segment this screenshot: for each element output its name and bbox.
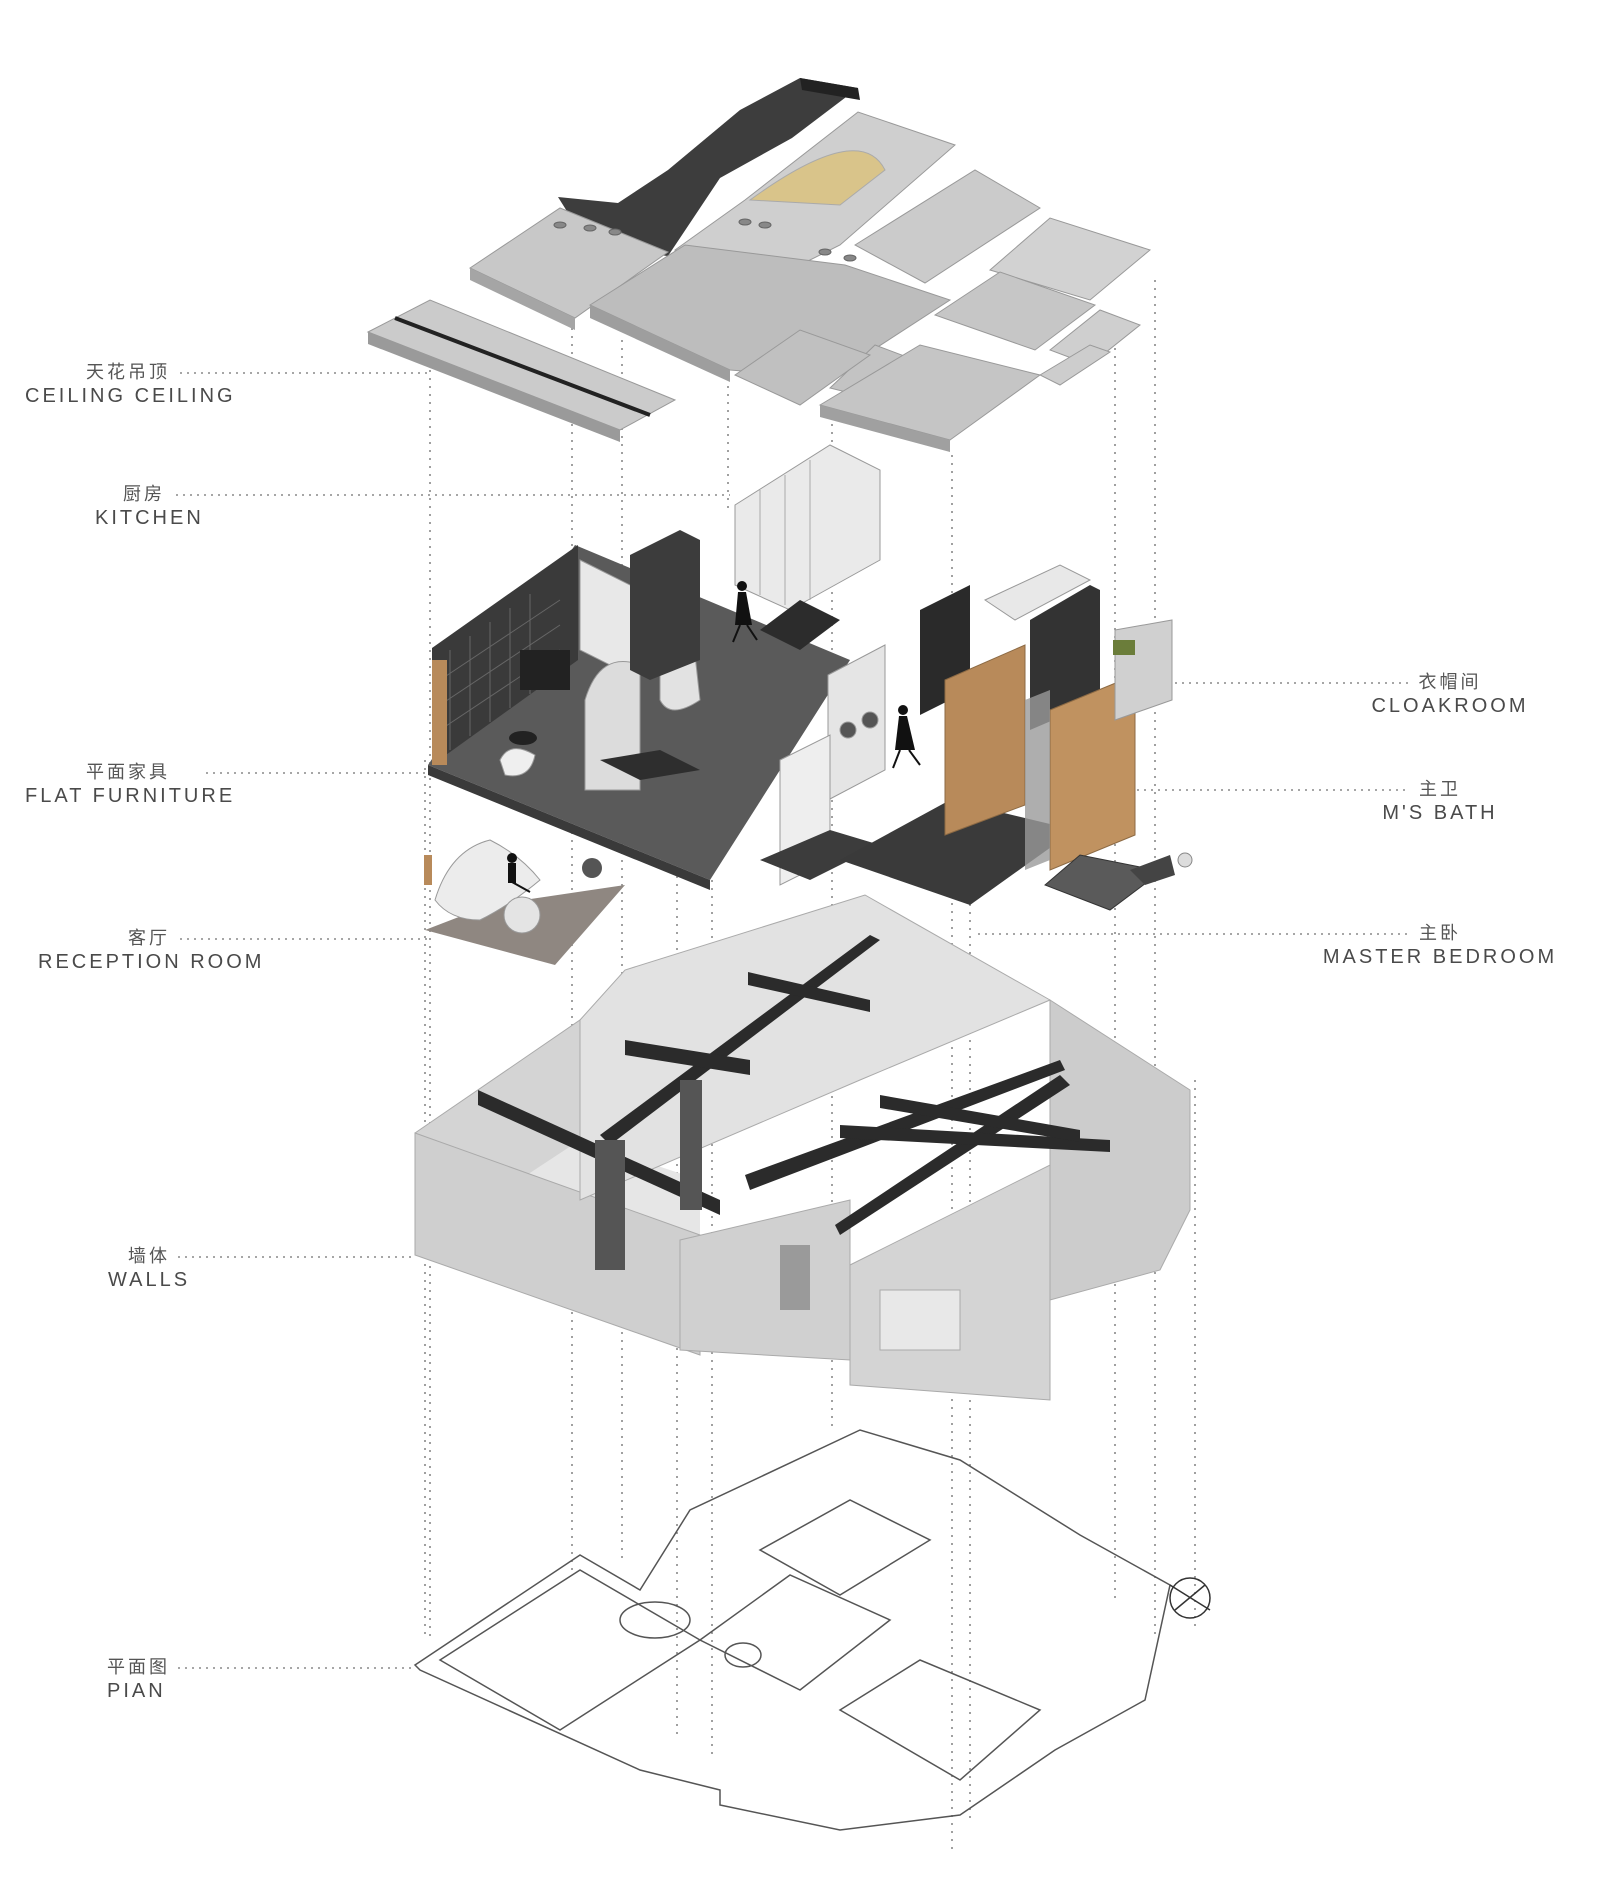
ceiling-panel-2: [988, 217, 1152, 301]
ceiling-dark-strip-top: [800, 78, 860, 100]
plan-sofa: [619, 1601, 691, 1639]
label-ceiling-en: CEILING CEILING: [25, 385, 236, 407]
ceiling-dark-strip: [558, 78, 858, 256]
leader-lines: [176, 372, 1410, 1669]
label-cloakroom-en: CLOAKROOM: [1371, 695, 1528, 717]
label-bath-cn: 主卫: [1419, 779, 1461, 799]
column-1: [595, 1140, 625, 1270]
furniture-floor-edge: [428, 765, 710, 890]
ceiling-linear-slot: [394, 316, 651, 417]
plan-inner-2: [698, 1574, 892, 1691]
ceiling-front-slab-edge: [590, 305, 730, 382]
walls-layer: [414, 894, 1191, 1401]
round-table: [509, 731, 537, 745]
plan-inner-4: [758, 1499, 932, 1596]
cloakroom-plant: [1113, 640, 1135, 655]
plan-outline: [413, 1429, 1171, 1831]
wardrobe-white: [983, 564, 1092, 621]
label-kitchen-cn: 厨房: [123, 484, 165, 504]
label-plan-cn: 平面图: [107, 1657, 170, 1677]
label-reception-cn: 客厅: [128, 928, 170, 948]
furniture-layer: [428, 444, 1193, 911]
label-bath-en: M'S BATH: [1382, 802, 1497, 824]
cloakroom-glass: [1114, 619, 1173, 721]
bed-pillow: [1130, 855, 1175, 885]
walls-front-middle: [679, 1199, 851, 1361]
glass-panel: [1025, 690, 1050, 870]
label-cloakroom-cn: 衣帽间: [1419, 672, 1482, 692]
bedside-lamp: [1177, 852, 1193, 868]
ceiling-panel-6: [733, 329, 872, 406]
walls-window-opening: [780, 1245, 810, 1310]
label-ceiling-cn: 天花吊顶: [86, 362, 170, 382]
label-reception-en: RECEPTION ROOM: [38, 951, 264, 973]
plan-tree: [1169, 1577, 1211, 1619]
reception-layer: [424, 839, 625, 965]
ceiling-panel-3: [933, 271, 1097, 351]
piano: [520, 650, 570, 690]
wood-shelf: [432, 660, 447, 765]
label-kitchen-en: KITCHEN: [95, 507, 204, 529]
person-figure-2: [892, 705, 921, 769]
kitchen-cabinets: [734, 444, 881, 611]
person-figure-1: [732, 581, 758, 643]
reception-ottoman: [503, 896, 541, 934]
bedroom-floor: [840, 800, 1075, 905]
floor-lamp: [424, 855, 432, 885]
column-2: [680, 1080, 702, 1210]
label-plan-en: PIAN: [107, 1680, 166, 1702]
plan-layer: [413, 1429, 1211, 1831]
desk: [600, 750, 700, 780]
kitchen-island: [760, 600, 840, 650]
kitchen-cabinet-lines: [759, 460, 811, 605]
label-bedroom-en: MASTER BEDROOM: [1323, 946, 1557, 968]
side-table: [582, 858, 602, 878]
ceiling-layer: [366, 78, 1152, 452]
dark-column: [630, 530, 700, 680]
ceiling-panel-1: [854, 169, 1041, 284]
washer-1: [839, 721, 857, 739]
bath-floor: [760, 830, 880, 880]
label-walls-cn: 墙体: [128, 1246, 170, 1266]
label-bedroom-cn: 主卧: [1419, 923, 1461, 943]
plan-inner-1: [438, 1569, 702, 1731]
labels: 天花吊顶 CEILING CEILING 厨房 KITCHEN 平面家具 FLA…: [25, 362, 1557, 1702]
washer-2: [861, 711, 879, 729]
ceiling-left-slab-edge: [470, 268, 575, 330]
label-furniture-cn: 平面家具: [86, 762, 170, 782]
label-walls-en: WALLS: [108, 1269, 190, 1291]
bookshelf-wall: [432, 545, 578, 765]
ceiling-linear-slab-edge: [368, 332, 620, 442]
walls-bedroom-opening: [879, 1289, 961, 1351]
ceiling-panel-7-edge: [820, 405, 950, 452]
plan-inner-3: [838, 1659, 1042, 1781]
label-furniture-en: FLAT FURNITURE: [25, 785, 235, 807]
lounge-chair: [499, 748, 536, 777]
ceiling-curved-feature: [748, 150, 886, 206]
seated-figure: [507, 853, 531, 893]
ceiling-downlights: [553, 218, 857, 262]
ceiling-panel-8: [1038, 344, 1112, 386]
walls-right-block: [1049, 999, 1191, 1301]
plan-table: [724, 1642, 762, 1668]
